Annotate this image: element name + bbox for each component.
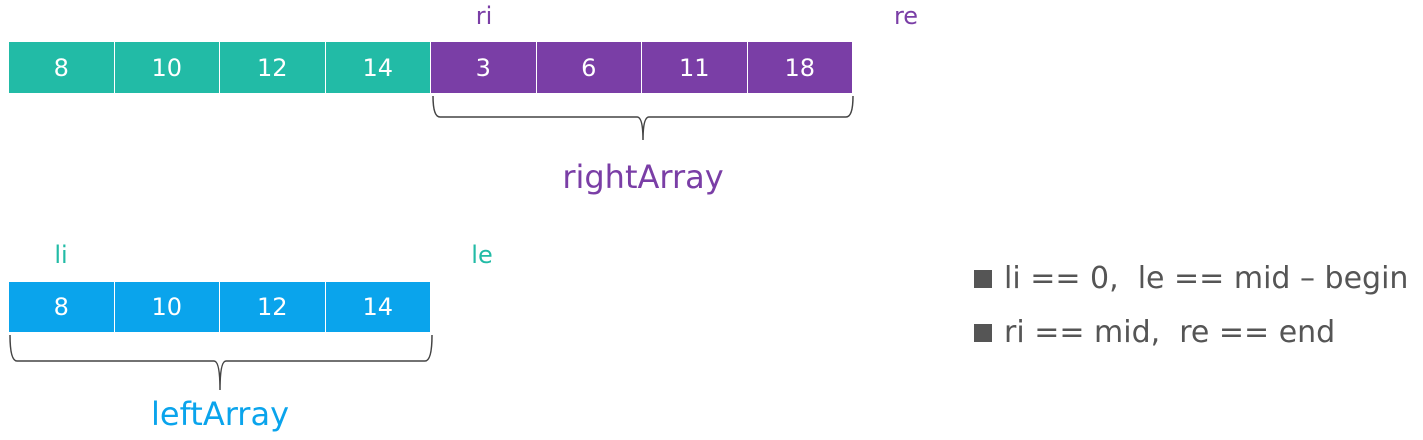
bullet-item: ri == mid, re == end [974,315,1335,350]
re-pointer-label: re [893,2,919,30]
bullet-square-icon [974,269,992,288]
left-array-brace [9,334,433,391]
li-pointer-label: li [54,241,68,269]
array-cell: 8 [9,282,114,332]
right-array-brace [432,95,854,141]
ri-pointer-label: ri [475,2,493,30]
left-array: 8 10 12 14 [9,282,431,332]
bullet-item: li == 0, le == mid – begin [974,261,1408,296]
right-array-label: rightArray [562,158,724,196]
merged-array: 8 10 12 14 3 6 11 18 [9,42,853,93]
array-cell: 14 [325,42,430,93]
le-pointer-label: le [471,241,493,269]
bullet-square-icon [974,323,992,342]
left-array-label: leftArray [150,395,290,433]
array-cell: 8 [9,42,114,93]
array-cell: 12 [220,282,325,332]
array-cell: 10 [114,42,219,93]
array-cell: 11 [642,42,747,93]
array-cell: 18 [747,42,852,93]
array-cell: 14 [325,282,430,332]
array-cell: 10 [114,282,219,332]
bullet-text: li == 0, le == mid – begin [1004,261,1409,296]
array-cell: 6 [536,42,641,93]
array-cell: 12 [220,42,325,93]
array-cell: 3 [431,42,536,93]
bullet-text: ri == mid, re == end [1004,315,1336,350]
